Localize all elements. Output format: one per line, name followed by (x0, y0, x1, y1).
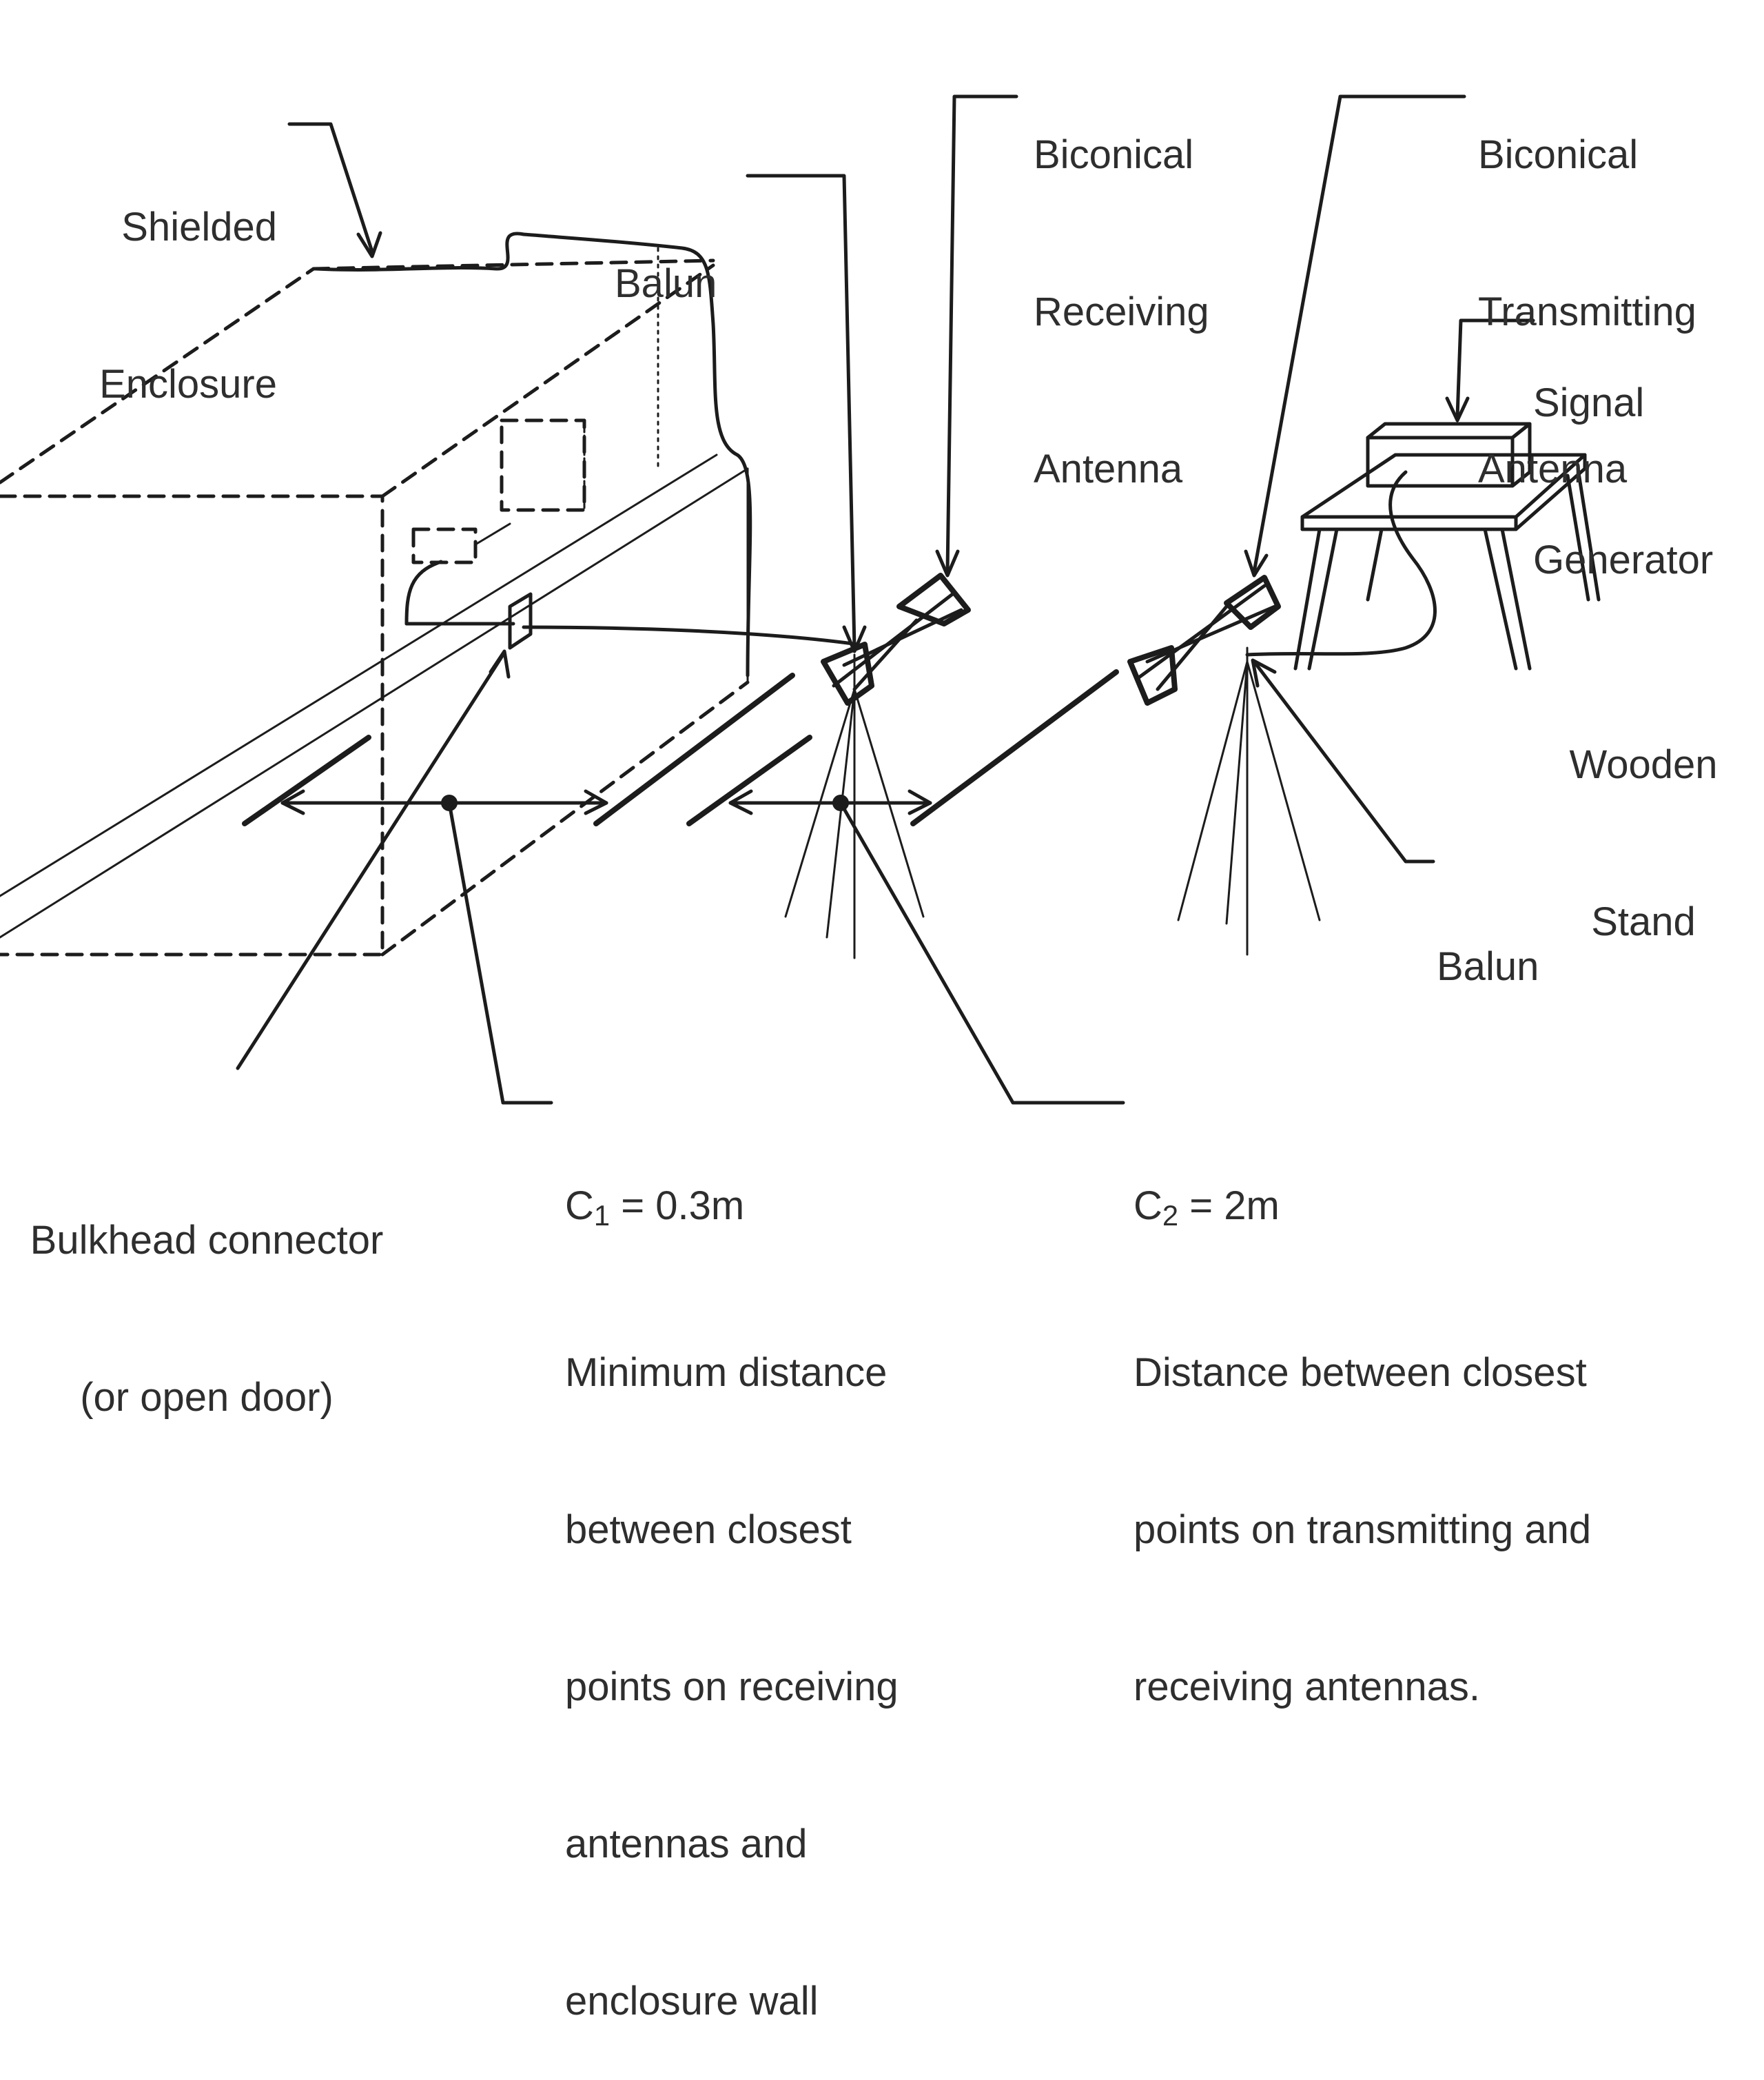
label-c2: C2 = 2m Distance between closest points … (1134, 1075, 1591, 1766)
label-line: Transmitting (1478, 289, 1696, 334)
label-line: Enclosure (99, 362, 277, 407)
label-line: Stand (1591, 899, 1696, 944)
label-balun-receiving: Balun (615, 153, 717, 363)
transmitting-antenna (1127, 575, 1321, 956)
antenna-test-setup-diagram: Shielded Enclosure Balun Biconical Recei… (0, 24, 1733, 2023)
label-line: Balun (615, 261, 717, 306)
leader-lines (236, 94, 1535, 1105)
bulkhead-connector (508, 592, 533, 650)
label-line: Shielded (121, 205, 277, 249)
diagram-drawing (0, 94, 1601, 1105)
c2-heading: C2 = 2m (1134, 1180, 1591, 1242)
label-line: Minimum distance (565, 1350, 888, 1396)
label-balun-transmitting: Balun (1437, 836, 1539, 1046)
label-wooden-stand: Wooden Stand (1554, 634, 1733, 1001)
label-line: Distance between closest (1134, 1350, 1587, 1396)
label-line: Bulkhead connector (30, 1218, 384, 1263)
label-line: Generator (1533, 538, 1714, 582)
label-line: Biconical (1034, 132, 1194, 177)
dimension-lines (242, 669, 1119, 826)
label-line: Balun (1437, 944, 1539, 989)
label-biconical-receiving-antenna: Biconical Receiving Antenna (1034, 24, 1209, 548)
receiving-antenna (784, 573, 971, 959)
label-c1: C1 = 0.3m Minimum distance between close… (565, 1075, 899, 2080)
label-signal-generator: Signal Generator (1533, 272, 1713, 639)
label-line: Biconical (1478, 132, 1639, 177)
label-line: (or open door) (80, 1375, 334, 1420)
label-bulkhead-connector: Bulkhead connector (or open door) (0, 1110, 413, 1476)
interior-equipment (411, 418, 586, 564)
c1-symbol: C (565, 1183, 594, 1228)
c2-symbol: C (1134, 1183, 1162, 1228)
c1-subscript: 1 (593, 1199, 611, 1232)
label-line: between closest (565, 1507, 852, 1553)
label-line: Antenna (1478, 447, 1628, 491)
c2-value: = 2m (1178, 1183, 1280, 1228)
label-line: Receiving (1034, 289, 1209, 334)
label-line: points on transmitting and (1134, 1507, 1592, 1553)
label-shielded-enclosure: Shielded Enclosure (77, 96, 277, 463)
c2-subscript: 2 (1162, 1199, 1179, 1232)
label-line: Signal (1533, 380, 1645, 425)
label-line: points on receiving (565, 1664, 899, 1710)
label-line: antennas and (565, 1822, 808, 1867)
label-line: Wooden (1569, 742, 1718, 787)
shielded-enclosure (0, 247, 750, 957)
c1-heading: C1 = 0.3m (565, 1180, 899, 1242)
receiving-cable (314, 232, 860, 677)
signal-generator-and-stand (1245, 422, 1601, 671)
label-line: enclosure wall (565, 1979, 819, 2024)
label-biconical-transmitting-antenna: Biconical Transmitting Antenna (1478, 24, 1696, 548)
c1-value: = 0.3m (610, 1183, 745, 1228)
label-line: Antenna (1034, 447, 1183, 491)
label-line: receiving antennas. (1134, 1664, 1480, 1710)
